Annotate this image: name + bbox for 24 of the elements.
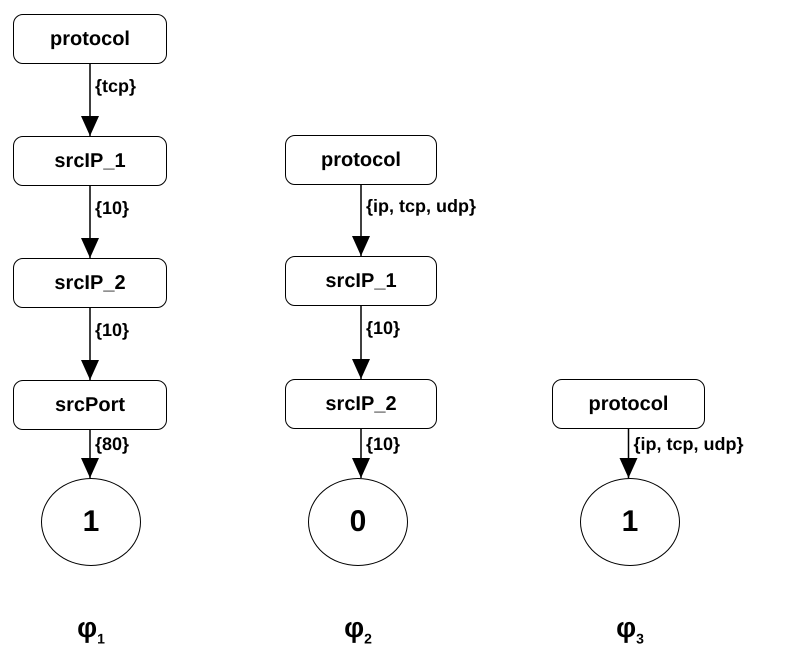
arrow [352,185,370,256]
process-box: srcIP_2 [13,258,167,308]
terminal-circle: 1 [41,478,141,566]
process-box: protocol [285,135,437,185]
arrow [81,64,99,136]
terminal-circle: 0 [308,478,408,566]
process-box: srcIP_1 [285,256,437,306]
edge-label: {80} [93,434,132,454]
process-box: srcIP_1 [13,136,167,186]
arrow [352,306,370,379]
formula-label: φ$_{2}$ [344,612,372,647]
process-box: srcPort [13,380,167,430]
arrow [352,429,370,478]
formula-label: φ$_{3}$ [616,612,644,647]
terminal-circle: 1 [580,478,680,566]
arrow [81,430,99,478]
process-box: protocol [552,379,705,429]
formula-label: φ$_{1}$ [77,612,105,647]
arrow [620,429,638,478]
arrow [81,186,99,258]
process-box: srcIP_2 [285,379,437,429]
process-box: protocol [13,14,167,64]
edge-label: {ip, tcp, udp} [364,196,478,216]
arrow [81,308,99,380]
